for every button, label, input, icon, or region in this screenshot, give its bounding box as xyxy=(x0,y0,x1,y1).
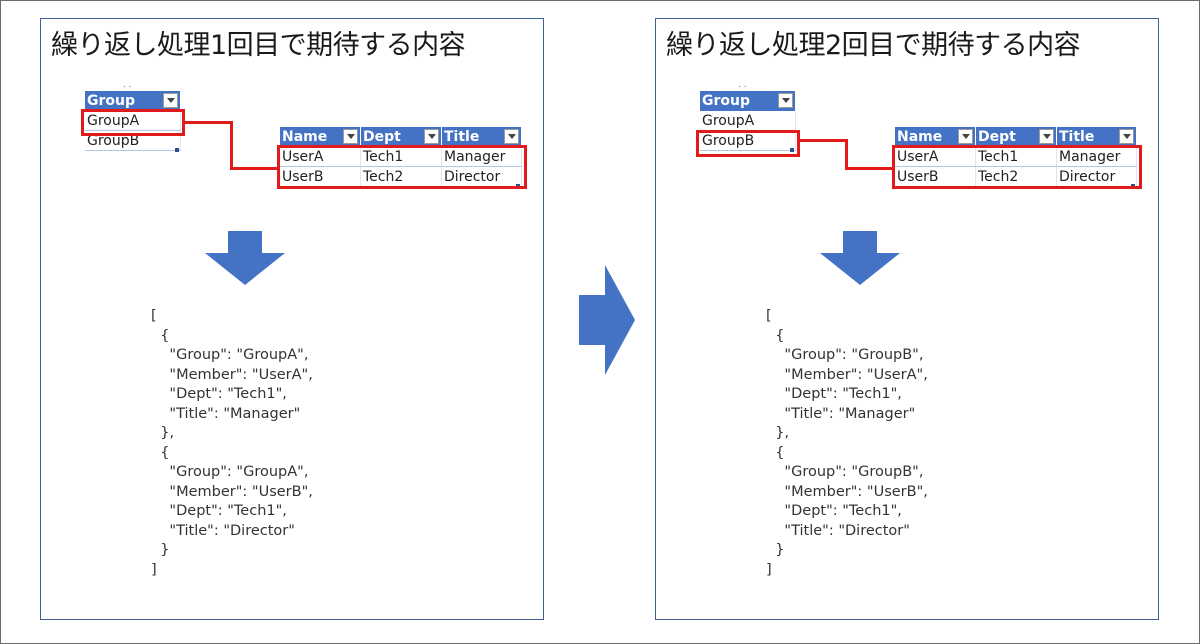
filter-dropdown-icon[interactable] xyxy=(778,93,793,108)
json-line: } xyxy=(151,542,170,558)
header-label: Dept xyxy=(363,129,401,145)
member-rows-highlight xyxy=(892,145,1142,189)
header-label: Name xyxy=(282,129,328,145)
connector-line xyxy=(230,167,278,170)
table-row: UserB Tech2 Director xyxy=(280,166,522,187)
connector-line xyxy=(845,167,893,170)
panel-iteration-2: 繰り返し処理2回目で期待する内容 ·· Group GroupA GroupB … xyxy=(655,18,1159,620)
filter-dropdown-icon[interactable] xyxy=(958,129,973,144)
cell-title: Manager xyxy=(1056,147,1137,167)
json-line: "Title": "Manager" xyxy=(766,405,916,422)
json-line: "Title": "Director" xyxy=(766,522,910,539)
json-line: "Group": "GroupB", xyxy=(766,464,924,480)
connector-line xyxy=(845,139,848,170)
cell-name: UserA xyxy=(895,147,976,167)
json-line: [ xyxy=(766,308,772,324)
json-output: [ { "Group": "GroupB", "Member": "UserA"… xyxy=(766,307,928,580)
cell-dept: Tech1 xyxy=(975,147,1057,167)
json-line: "Member": "UserB", xyxy=(151,483,313,500)
group-header: Group xyxy=(700,91,796,111)
json-line: "Dept": "Tech1", xyxy=(766,503,902,519)
cell-name: UserB xyxy=(895,166,976,187)
json-line: "Member": "UserA", xyxy=(766,366,928,383)
group-table: Group GroupA GroupB xyxy=(85,91,181,151)
json-line: "Group": "GroupA", xyxy=(151,347,309,363)
member-header-dept: Dept xyxy=(975,127,1057,147)
header-label: Title xyxy=(444,129,480,145)
json-line: { xyxy=(151,444,170,461)
group-cell: GroupB xyxy=(700,130,796,151)
json-line: }, xyxy=(766,425,790,441)
json-line: "Member": "UserA", xyxy=(151,366,313,383)
panel-title: 繰り返し処理1回目で期待する内容 xyxy=(51,30,466,61)
member-header-dept: Dept xyxy=(360,127,442,147)
connector-line xyxy=(185,121,231,124)
member-header-name: Name xyxy=(895,127,976,147)
table-resize-handle xyxy=(175,148,179,152)
table-resize-handle xyxy=(790,148,794,152)
resize-dots: ·· xyxy=(738,81,749,92)
panel-iteration-1: 繰り返し処理1回目で期待する内容 ·· Group GroupA GroupB … xyxy=(40,18,544,620)
selected-group-highlight xyxy=(696,130,800,157)
resize-dots: ·· xyxy=(123,81,134,92)
member-header-title: Title xyxy=(1056,127,1137,147)
cell-title: Manager xyxy=(441,147,522,167)
json-line: "Dept": "Tech1", xyxy=(151,386,287,402)
right-arrow-icon xyxy=(579,265,635,375)
json-line: { xyxy=(766,444,785,461)
json-line: [ xyxy=(151,308,157,324)
member-table: Name Dept Title UserA Tech1 Manager xyxy=(280,127,522,187)
json-line: "Dept": "Tech1", xyxy=(151,503,287,519)
json-line: "Dept": "Tech1", xyxy=(766,386,902,402)
json-line: ] xyxy=(766,561,772,578)
group-cell: GroupA xyxy=(85,111,181,131)
cell-name: UserA xyxy=(280,147,361,167)
group-header-label: Group xyxy=(702,93,751,109)
filter-dropdown-icon[interactable] xyxy=(504,129,519,144)
down-arrow-icon xyxy=(205,231,285,285)
filter-dropdown-icon[interactable] xyxy=(424,129,439,144)
json-line: } xyxy=(766,542,785,558)
connector-line xyxy=(800,139,846,142)
filter-dropdown-icon[interactable] xyxy=(343,129,358,144)
filter-dropdown-icon[interactable] xyxy=(1039,129,1054,144)
member-header-title: Title xyxy=(441,127,522,147)
header-label: Dept xyxy=(978,129,1016,145)
connector-line xyxy=(230,121,233,170)
json-line: }, xyxy=(151,425,175,441)
group-table: Group GroupA GroupB xyxy=(700,91,796,151)
filter-dropdown-icon[interactable] xyxy=(163,93,178,108)
json-line: "Title": "Director" xyxy=(151,522,295,539)
group-header-label: Group xyxy=(87,93,136,109)
cell-dept: Tech2 xyxy=(360,166,442,187)
down-arrow-icon xyxy=(820,231,900,285)
json-line: "Group": "GroupB", xyxy=(766,347,924,363)
table-row: UserA Tech1 Manager xyxy=(280,147,522,167)
json-output: [ { "Group": "GroupA", "Member": "UserA"… xyxy=(151,307,313,580)
member-header-name: Name xyxy=(280,127,361,147)
json-line: "Group": "GroupA", xyxy=(151,464,309,480)
header-label: Name xyxy=(897,129,943,145)
json-line: "Member": "UserB", xyxy=(766,483,928,500)
panel-title: 繰り返し処理2回目で期待する内容 xyxy=(666,30,1081,61)
group-cell: GroupA xyxy=(700,111,796,131)
json-line: { xyxy=(766,327,785,344)
table-row: UserA Tech1 Manager xyxy=(895,147,1137,167)
member-rows-highlight xyxy=(277,145,527,189)
header-label: Title xyxy=(1059,129,1095,145)
cell-dept: Tech1 xyxy=(360,147,442,167)
json-line: ] xyxy=(151,561,157,578)
group-header: Group xyxy=(85,91,181,111)
selected-group-highlight xyxy=(81,109,185,136)
json-line: "Title": "Manager" xyxy=(151,405,301,422)
cell-name: UserB xyxy=(280,166,361,187)
filter-dropdown-icon[interactable] xyxy=(1119,129,1134,144)
json-line: { xyxy=(151,327,170,344)
cell-dept: Tech2 xyxy=(975,166,1057,187)
